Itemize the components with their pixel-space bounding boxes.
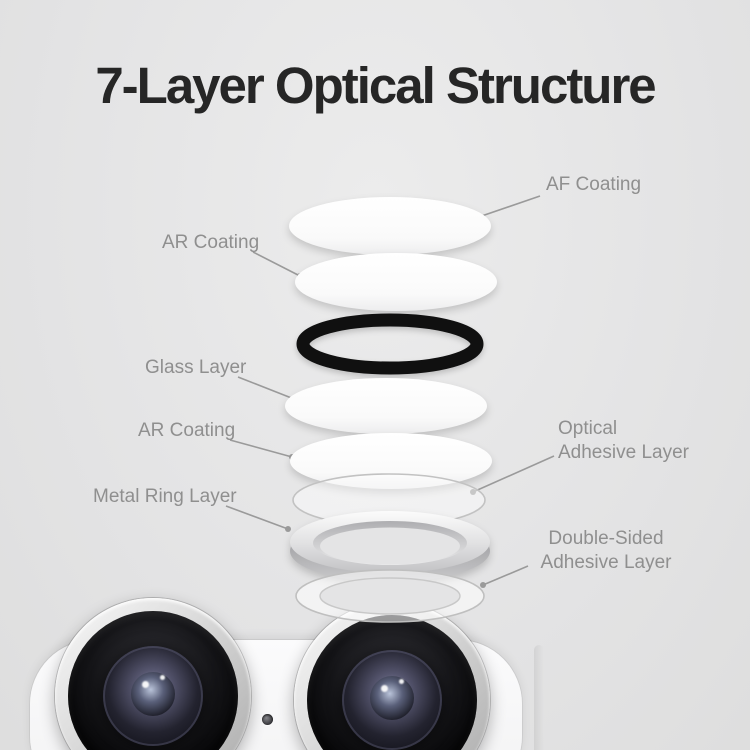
lens-barrel	[307, 615, 477, 750]
label-glass-layer: Glass Layer	[145, 357, 247, 378]
label-optical-adhesive: Optical Adhesive Layer	[558, 418, 689, 463]
label-ar-coating-bottom: AR Coating	[138, 420, 236, 441]
camera-lens-right	[294, 602, 490, 750]
lens-barrel	[68, 611, 238, 750]
page-title: 7-Layer Optical Structure	[95, 57, 656, 114]
label-ar-coating-top: AR Coating	[162, 232, 260, 253]
lens-core	[370, 676, 414, 720]
lens-glass	[103, 646, 203, 746]
label-metal-ring: Metal Ring Layer	[93, 486, 237, 507]
label-double-sided-adhesive: Double-Sided Adhesive Layer	[540, 528, 672, 573]
lens-highlight	[381, 685, 388, 692]
label-af-coating: AF Coating	[546, 174, 642, 195]
phone-right-edge	[534, 645, 544, 750]
lens-glass	[342, 650, 442, 750]
lens-highlight	[160, 675, 165, 680]
lens-core	[131, 672, 175, 716]
microphone-hole	[262, 714, 273, 725]
lens-highlight	[399, 679, 404, 684]
camera-lens-left	[55, 598, 251, 750]
lens-highlight	[142, 681, 149, 688]
